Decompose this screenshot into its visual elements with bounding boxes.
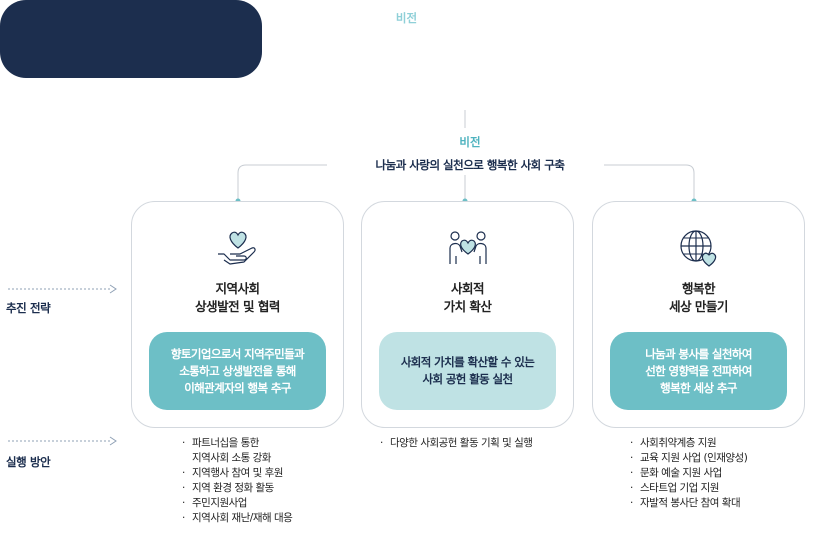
action-list-social-value: 다양한 사회공헌 활동 기획 및 실행 xyxy=(380,436,533,451)
description-line: 이해관계자의 행복 추구 xyxy=(184,380,291,395)
action-row-label: 실행 방안 xyxy=(6,455,51,469)
strategy-title: 사회적 가치 확산 xyxy=(362,280,573,316)
description-line: 선한 영향력을 전파하여 xyxy=(645,363,752,378)
strategy-title: 지역사회 상생발전 및 협력 xyxy=(132,280,343,316)
action-item: 교육 지원 사업 (인재양성) xyxy=(630,451,748,466)
strategy-row-label: 추진 전략 xyxy=(6,301,51,315)
action-item: 스타트업 기업 지원 xyxy=(630,481,747,496)
action-item: 지역행사 참여 및 후원 xyxy=(182,466,292,481)
action-list-community: 파트너십을 통한 지역사회 소통 강화 지역행사 참여 및 후원 지역 환경 정… xyxy=(182,436,293,526)
action-item: 주민지원사업 xyxy=(182,496,292,511)
description-line: 나눔과 봉사를 실천하여 xyxy=(645,346,752,361)
description-line: 행복한 세상 추구 xyxy=(660,380,737,395)
hand-heart-icon xyxy=(217,231,256,265)
action-item: 자발적 봉사단 참여 확대 xyxy=(630,496,747,511)
action-list-happy-world: 사회취약계층 지원 교육 지원 사업 (인재양성) 문화 예술 지원 사업 스타… xyxy=(630,436,748,511)
people-heart-icon xyxy=(448,231,487,264)
vision-text: 나눔과 사랑의 실천으로 행복한 사회 구축 xyxy=(375,158,565,172)
strategy-title-line-2: 가치 확산 xyxy=(443,299,492,314)
strategy-arrow-head xyxy=(109,284,117,294)
strategy-title-line-2: 세상 만들기 xyxy=(669,299,728,314)
strategy-title-line-1: 사회적 xyxy=(450,281,485,296)
strategy-description-box: 사회적 가치를 확산할 수 있는 사회 공헌 활동 실천 xyxy=(379,332,556,410)
action-item: 다양한 사회공헌 활동 기획 및 실행 xyxy=(380,436,533,451)
vision-label: 비전 xyxy=(459,135,481,149)
action-item: 지역사회 재난/재해 대응 xyxy=(182,511,293,526)
top-vision-line-2: 모두가 행복한 세상 xyxy=(362,53,451,67)
strategy-card-community: 지역사회 상생발전 및 협력 향토기업으로서 지역주민들과 소통하고 상생발전을… xyxy=(131,201,344,428)
top-vision-line-1: 이웃과 함께하는 세상, 나눔으로 나누는 사랑, xyxy=(301,35,512,49)
description-line: 향토기업으로서 지역주민들과 xyxy=(170,346,305,361)
strategy-card-happy-world: 행복한 세상 만들기 나눔과 봉사를 실천하여 선한 영향력을 전파하여 행복한… xyxy=(592,201,805,428)
description-line: 사회적 가치를 확산할 수 있는 xyxy=(400,355,535,369)
strategy-card-social-value: 사회적 가치 확산 사회적 가치를 확산할 수 있는 사회 공헌 활동 실천 xyxy=(361,201,574,428)
action-arrow-head xyxy=(109,436,117,446)
strategy-title-line-1: 지역사회 xyxy=(215,281,260,296)
strategy-title-line-2: 상생발전 및 협력 xyxy=(195,299,280,314)
strategy-title-line-1: 행복한 xyxy=(681,281,716,296)
connector-right xyxy=(604,164,695,201)
strategy-description-box: 향토기업으로서 지역주민들과 소통하고 상생발전을 통해 이해관계자의 행복 추… xyxy=(149,332,326,410)
action-item: 파트너십을 통한 xyxy=(182,436,292,451)
action-item: 지역 환경 정화 활동 xyxy=(182,481,292,496)
connector-left xyxy=(237,164,327,201)
description-line: 소통하고 상생발전을 통해 xyxy=(179,363,296,378)
top-vision-box: 비전 이웃과 함께하는 세상, 나눔으로 나누는 사랑, 모두가 행복한 세상 xyxy=(0,0,511,78)
action-item-continued: 지역사회 소통 강화 xyxy=(192,452,271,464)
action-item: 사회취약계층 지원 xyxy=(630,436,747,451)
strategy-description-box: 나눔과 봉사를 실천하여 선한 영향력을 전파하여 행복한 세상 추구 xyxy=(610,332,787,410)
description-line: 사회 공헌 활동 실천 xyxy=(422,372,513,386)
top-vision-label: 비전 xyxy=(395,11,418,25)
action-item: 문화 예술 지원 사업 xyxy=(630,466,747,481)
strategy-title: 행복한 세상 만들기 xyxy=(593,280,804,316)
globe-heart-icon xyxy=(679,230,716,267)
